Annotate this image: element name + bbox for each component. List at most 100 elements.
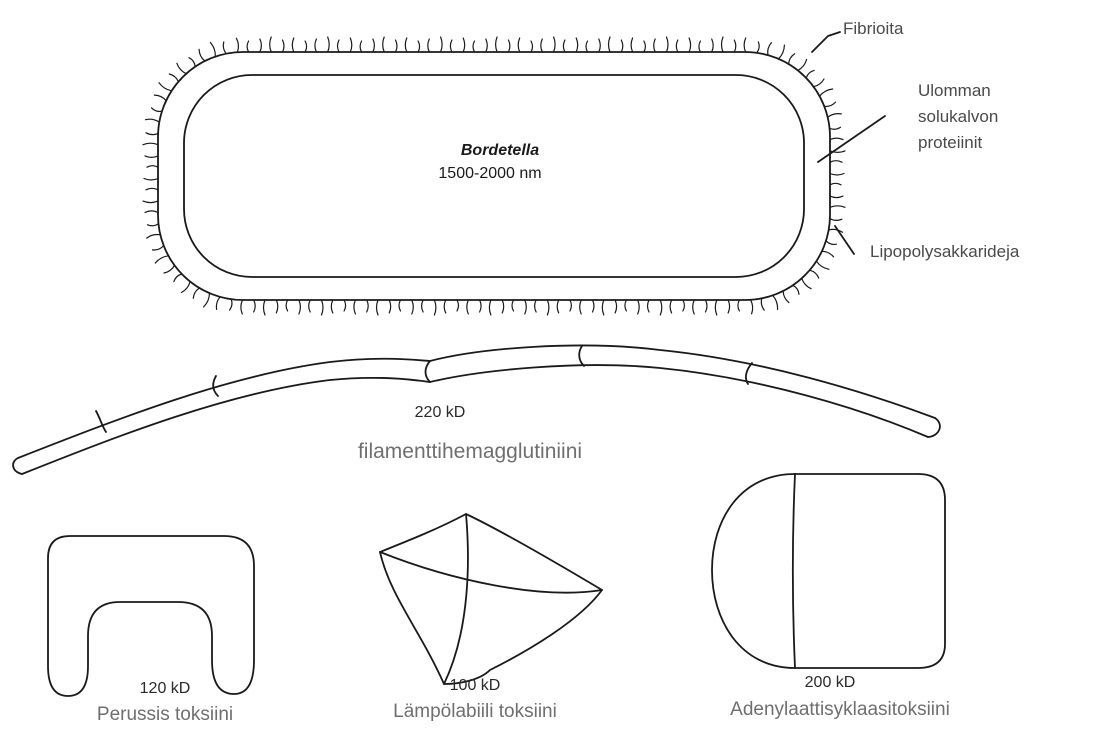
fimbria-hair	[826, 241, 837, 245]
fimbria-hair	[512, 300, 514, 311]
fimbria-hair	[599, 39, 601, 52]
pertussis-toxin-shape	[48, 536, 254, 696]
fimbria-hair	[761, 298, 764, 310]
fimbria-hair	[264, 300, 266, 315]
outer-membrane-label-line2: solukalvon	[918, 108, 998, 125]
fimbria-hair	[177, 63, 186, 73]
fimbria-hair	[810, 270, 819, 278]
fimbria-hair	[210, 43, 215, 57]
fimbria-hair	[830, 196, 843, 198]
fimbria-hair	[554, 37, 556, 52]
fimbria-hair	[480, 300, 482, 312]
fimbria-hair	[143, 143, 158, 145]
fimbria-hair	[169, 74, 178, 82]
filament-right-cap	[928, 418, 940, 437]
fimbria-hair	[496, 37, 498, 52]
fimbria-hair	[204, 293, 210, 307]
filament-left-cap	[13, 458, 22, 474]
fimbria-hair	[670, 300, 672, 313]
outer-membrane-label-line3: proteiinit	[918, 134, 982, 151]
fimbria-hair	[305, 41, 307, 52]
fimbria-hair	[146, 133, 158, 135]
fimbria-hair	[463, 38, 465, 52]
fimbria-hair	[143, 201, 158, 203]
fimbria-hair	[593, 300, 595, 312]
fimbria-hair	[609, 37, 611, 52]
heat-labile-toxin-mass: 100 kD	[420, 678, 530, 694]
fimbria-hair	[299, 300, 301, 314]
heat-labile-toxin-name: Lämpölabiili toksiini	[365, 702, 585, 721]
fimbria-hair	[422, 300, 424, 312]
fimbria-hair	[283, 40, 285, 52]
fimbria-hair	[547, 300, 549, 315]
fimbria-hair	[467, 300, 469, 314]
fimbria-hair	[518, 38, 520, 52]
fimbria-hair	[254, 300, 256, 312]
fimbria-hair	[689, 38, 691, 52]
fimbria-hair	[830, 206, 845, 208]
fimbria-hair	[676, 40, 678, 52]
filament-mass: 220 kD	[385, 405, 495, 421]
fimbria-hair	[199, 49, 205, 61]
adenylate-cyclase-toxin-shape	[712, 474, 945, 668]
fimbria-hair	[793, 285, 799, 294]
fimbria-hair	[508, 40, 510, 52]
fimbria-hair	[367, 300, 369, 312]
fimbria-hair	[830, 127, 841, 129]
fimbria-hair	[377, 300, 379, 315]
fimbria-hair	[260, 39, 262, 52]
filament-name: filamenttihemagglutiniini	[300, 441, 640, 462]
fimbria-hair	[712, 39, 714, 52]
fimbria-hair	[152, 108, 163, 112]
fimbria-hair	[638, 300, 640, 314]
fimbria-hair	[693, 300, 695, 314]
fimbria-hair	[270, 37, 272, 52]
fimbria-hair	[541, 39, 543, 52]
fimbria-hair	[660, 300, 662, 315]
fimbria-hair	[338, 40, 340, 52]
fimbria-hair	[814, 79, 825, 87]
fimbria-hair	[706, 300, 708, 312]
fimbria-hair	[806, 70, 814, 78]
filament-segment-1	[96, 411, 106, 432]
fimbria-hair	[276, 300, 278, 313]
fimbria-hair	[223, 42, 226, 54]
fimbria-hair	[824, 102, 835, 106]
fimbria-hair	[816, 261, 829, 269]
fimbria-hair	[489, 300, 491, 315]
adenylate-cyclase-toxin-name: Adenylaattisyklaasitoksiini	[690, 700, 990, 719]
fimbria-hair	[570, 300, 572, 311]
fimbria-hair	[829, 229, 843, 232]
lps-label: Lipopolysakkarideja	[870, 243, 1019, 260]
fimbria-hair	[667, 37, 669, 52]
fimbria-hair	[820, 89, 833, 96]
fimbria-hair	[830, 174, 844, 176]
fimbria-hair	[580, 300, 582, 314]
lps-callout-line	[835, 226, 854, 254]
fimbria-hair	[147, 235, 161, 239]
fimbria-hair	[155, 256, 168, 263]
fimbria-hair	[396, 40, 398, 52]
fimbria-hair	[699, 41, 701, 52]
fimbria-hair	[502, 300, 504, 313]
fimbria-hair	[683, 300, 685, 311]
fimbria-hair	[193, 288, 199, 298]
fimbria-hair	[531, 41, 533, 52]
fimbria-hair	[148, 224, 159, 226]
bacterium-size: 1500-2000 nm	[405, 166, 575, 182]
fimbria-hair	[715, 300, 717, 315]
fimbria-hair	[331, 300, 333, 313]
filament-segment-5	[746, 363, 752, 384]
fimbria-hair	[405, 38, 407, 52]
fimbria-hair	[625, 300, 627, 311]
fimbria-hair	[236, 38, 238, 52]
fimbria-hair	[350, 38, 352, 52]
outer-membrane-label-line1: Ulomman	[918, 82, 991, 99]
fimbria-hair	[344, 300, 346, 311]
fimbria-hair	[830, 138, 843, 140]
fimbria-hair	[473, 41, 475, 52]
fimbria-hair	[738, 300, 740, 311]
fimbria-hair	[802, 278, 811, 288]
fimbria-hair	[728, 300, 730, 313]
